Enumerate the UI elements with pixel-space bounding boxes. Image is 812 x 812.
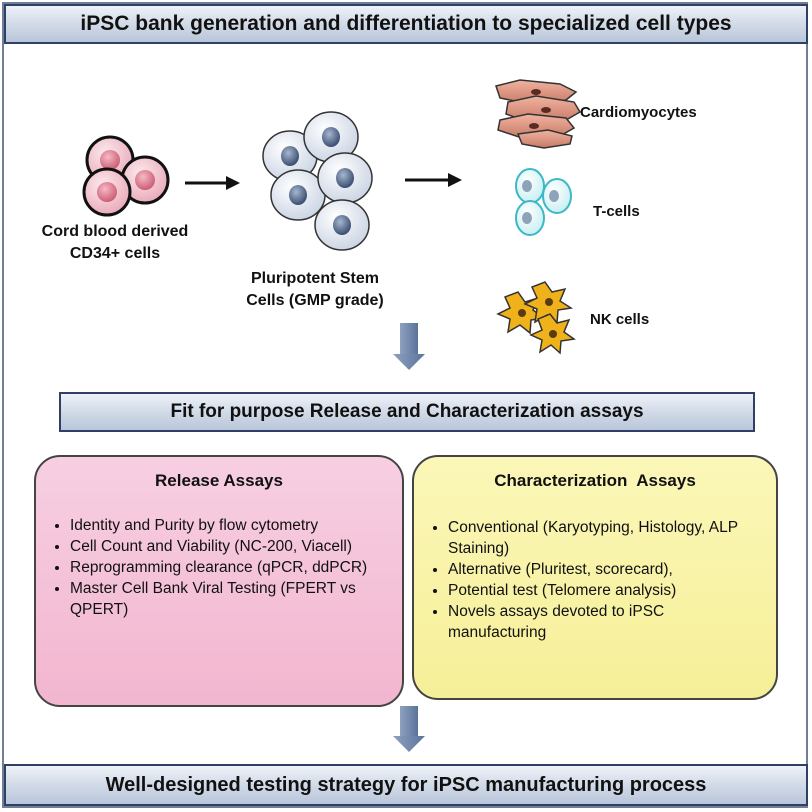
footer-title: Well-designed testing strategy for iPSC … [105, 773, 707, 796]
down-arrow-icon [393, 706, 425, 752]
list-item: Alternative (Pluritest, scorecard), [448, 559, 766, 580]
t-cell [542, 178, 572, 214]
right-arrow-icon [185, 176, 240, 190]
list-item: Master Cell Bank Viral Testing (FPERT vs… [70, 578, 392, 620]
cord-blood-cells-icon [82, 135, 170, 217]
nk-cells-icon [496, 281, 576, 355]
list-item: Conventional (Karyotyping, Histology, AL… [448, 517, 766, 559]
list-item: Reprogramming clearance (qPCR, ddPCR) [70, 557, 392, 578]
stem-cell [317, 152, 373, 204]
stem-cells-icon [262, 111, 373, 251]
t-cell [515, 200, 545, 236]
cardiomyocytes-label: Cardiomyocytes [580, 104, 697, 121]
t-cell [515, 168, 545, 204]
cord-blood-label: Cord blood derived CD34+ cells [41, 223, 189, 262]
stem-cells-label: Pluripotent Stem Cells (GMP grade) [246, 270, 384, 309]
cardiomyocytes-icon [495, 79, 582, 149]
nk-cells-label: NK cells [590, 311, 650, 328]
list-item: Cell Count and Viability (NC-200, Viacel… [70, 536, 392, 557]
list-item: Potential test (Telomere analysis) [448, 580, 766, 601]
list-item: Novels assays devoted to iPSC manufactur… [448, 601, 766, 643]
t-cells-label: T-cells [593, 203, 640, 220]
characterization-assays-title: Characterization Assays [494, 471, 696, 490]
stem-cell [314, 199, 370, 251]
characterization-assays-list: Conventional (Karyotyping, Histology, AL… [426, 517, 766, 643]
characterization-assays-panel: Characterization Assays Conventional (Ka… [412, 455, 778, 700]
list-item: Identity and Purity by flow cytometry [70, 515, 392, 536]
header-banner: iPSC bank generation and differentiation… [4, 4, 808, 44]
t-cells-icon [515, 168, 572, 236]
pink-cell [82, 167, 132, 217]
assays-banner: Fit for purpose Release and Characteriza… [59, 392, 755, 432]
release-assays-title: Release Assays [155, 471, 283, 490]
release-assays-panel: Release Assays Identity and Purity by fl… [34, 455, 404, 707]
release-assays-list: Identity and Purity by flow cytometry Ce… [48, 515, 392, 620]
down-arrow-icon [393, 323, 425, 370]
stem-cell [303, 111, 359, 163]
header-title: iPSC bank generation and differentiation… [80, 12, 732, 35]
footer-banner: Well-designed testing strategy for iPSC … [4, 764, 808, 806]
assays-banner-title: Fit for purpose Release and Characteriza… [170, 401, 644, 422]
stem-cell [270, 169, 326, 221]
right-arrow-icon [405, 173, 462, 187]
